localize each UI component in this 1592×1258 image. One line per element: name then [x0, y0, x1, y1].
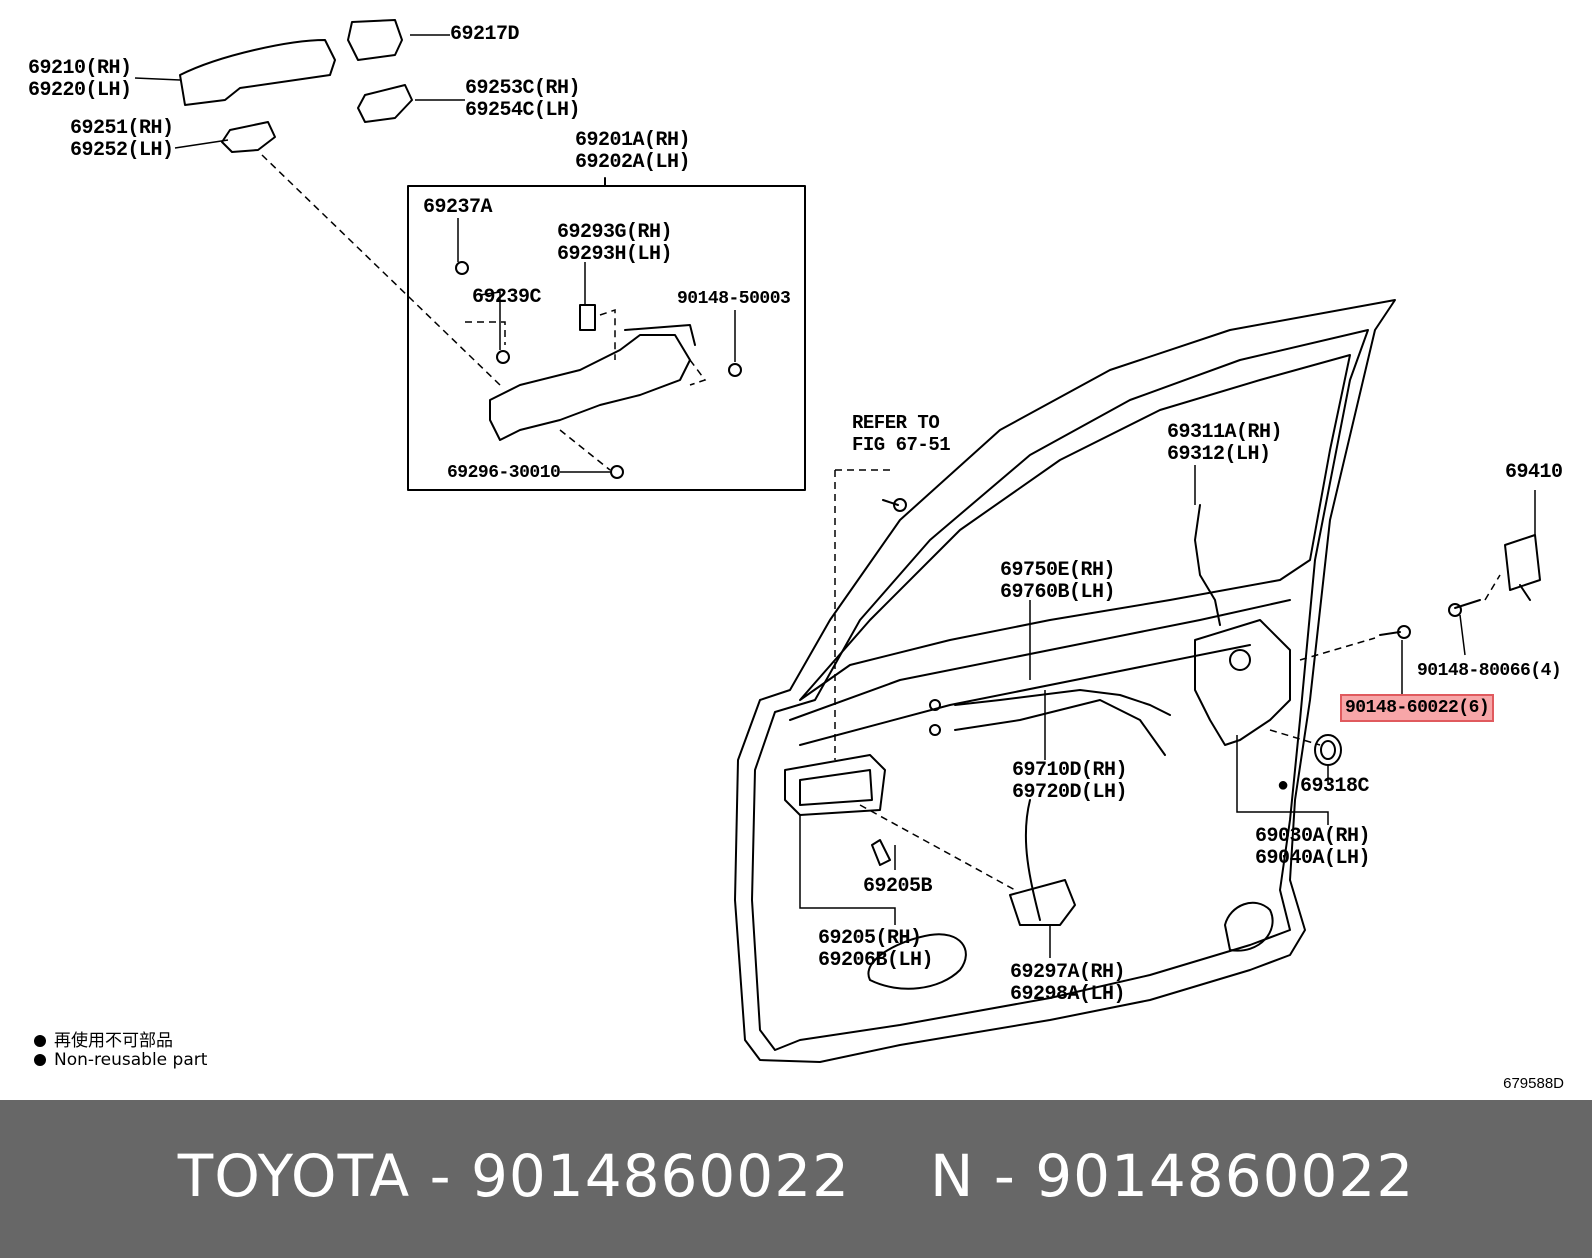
cable-upper: [954, 689, 1171, 716]
footer-left-text: TOYOTA - 9014860022: [177, 1142, 851, 1210]
label-69205b: 69205B: [863, 875, 933, 898]
label-69297: 69297A(RH)69298A(LH): [1010, 961, 1126, 1006]
frame-assembly-box: [407, 185, 806, 491]
handle-cap: [347, 19, 403, 61]
inside-handle: [784, 754, 886, 816]
label-90148-80066: 90148-80066(4): [1417, 661, 1562, 681]
bullet-icon: [34, 1054, 46, 1066]
label-69251: 69251(RH)69252(LH): [70, 117, 174, 162]
window-opening: [799, 354, 1351, 701]
panel-curve: [1024, 799, 1041, 921]
parts-diagram: 69210(RH)69220(LH) 69217D 69253C(RH)6925…: [28, 19, 1564, 1092]
belt-line: [789, 599, 1291, 721]
label-69217: 69217D: [450, 23, 520, 46]
figure-number: 679588D: [1503, 1075, 1564, 1092]
striker: [1504, 534, 1541, 591]
label-69318: ● 69318C: [1277, 775, 1370, 798]
door-frame-inner: [751, 329, 1369, 1051]
label-69296: 69296-30010: [447, 463, 561, 483]
bullet-icon: [34, 1035, 46, 1047]
label-69239: 69239C: [472, 286, 542, 309]
exterior-handle: [179, 39, 336, 106]
panel-hole-1: [867, 933, 967, 990]
label-69205: 69205(RH)69206B(LH): [818, 927, 934, 972]
label-69410: 69410: [1505, 461, 1563, 484]
handle-bezel: [1009, 879, 1076, 926]
label-69710: 69710D(RH)69720D(LH): [1012, 759, 1128, 804]
diagram-drawing: [134, 19, 1541, 1063]
label-69253: 69253C(RH)69254C(LH): [465, 77, 581, 122]
label-90148-50003: 90148-50003: [677, 289, 791, 309]
label-69030: 69030A(RH)69040A(LH): [1255, 825, 1371, 870]
lock-rod: [1194, 504, 1221, 626]
label-69293: 69293G(RH)69293H(LH): [557, 221, 673, 266]
label-69210: 69210(RH)69220(LH): [28, 57, 132, 102]
footer-title: TOYOTA - 9014860022 N - 9014860022: [0, 1142, 1592, 1210]
frame-pad: [221, 121, 276, 153]
label-69237: 69237A: [423, 196, 493, 219]
cable-lower: [954, 699, 1166, 756]
non-reusable-dot-icon: ●: [1277, 775, 1301, 798]
footer-bar: TOYOTA - 9014860022 N - 9014860022: [0, 1100, 1592, 1258]
handle-frame: [489, 334, 691, 441]
door-frame: [734, 299, 1396, 1063]
label-69311: 69311A(RH)69312(LH): [1167, 421, 1283, 466]
door-lock: [1194, 619, 1291, 746]
label-69201: 69201A(RH)69202A(LH): [575, 129, 691, 174]
handle-pad: [357, 84, 413, 123]
legend-en: Non-reusable part: [34, 1050, 207, 1070]
label-90148-60022-highlighted: 90148-60022(6): [1340, 694, 1495, 722]
footer-right-text: N - 9014860022: [930, 1142, 1415, 1210]
belt-line-2: [799, 644, 1251, 746]
legend-jp: 再使用不可部品: [34, 1026, 173, 1051]
panel-hole-2: [1224, 901, 1274, 952]
label-69750: 69750E(RH)69760B(LH): [1000, 559, 1116, 604]
